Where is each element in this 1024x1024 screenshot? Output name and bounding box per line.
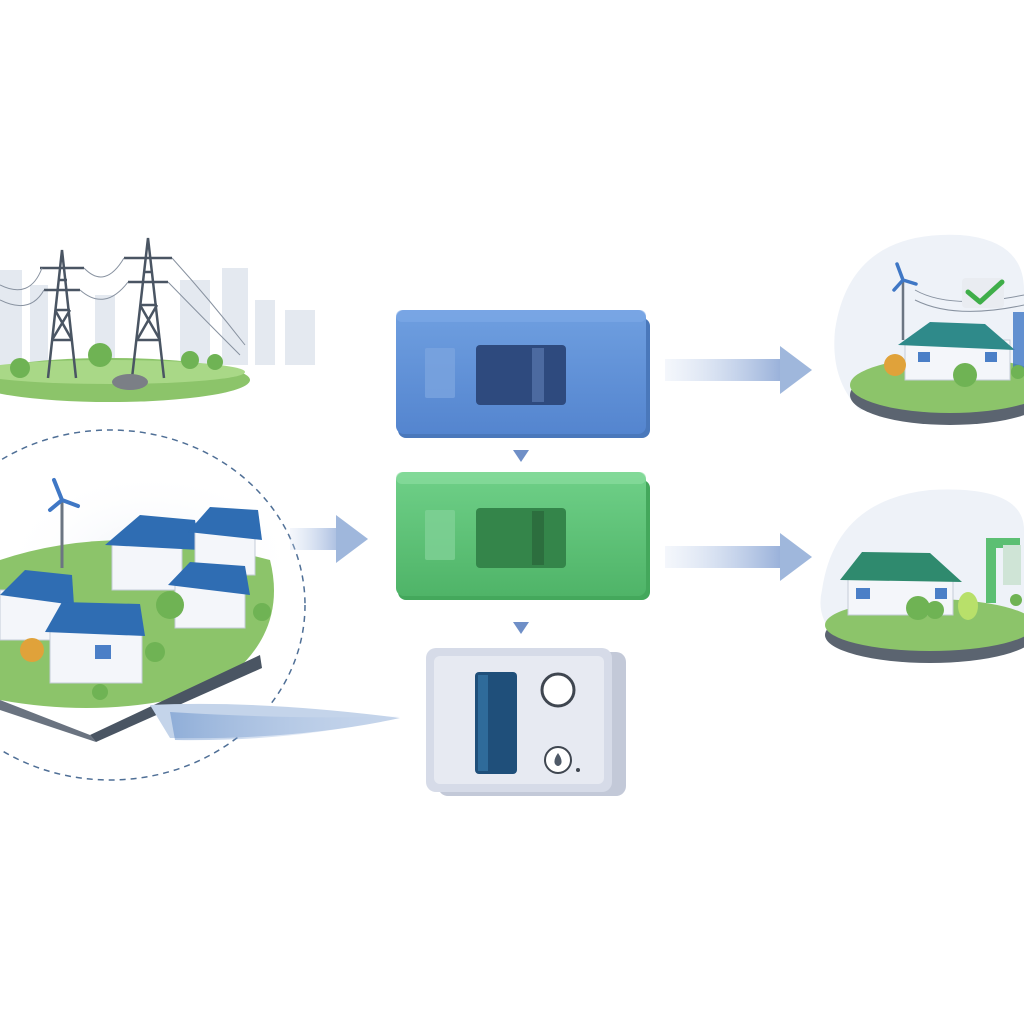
islanded-home — [820, 489, 1024, 663]
tree-icon — [20, 591, 271, 700]
road-icon — [90, 655, 262, 742]
grid-connected-home — [834, 234, 1024, 425]
arrow-right-icon — [665, 533, 812, 581]
power-button-icon — [540, 672, 576, 708]
switch-module-icon — [476, 345, 566, 405]
check-icon — [962, 278, 1005, 308]
arrow-right-icon — [665, 346, 812, 394]
energy-flow-line — [170, 712, 400, 741]
solar-house-icon — [168, 562, 250, 629]
transmission-tower-icon — [40, 249, 84, 379]
microgrid-scene — [0, 429, 400, 781]
green-switch-module — [396, 472, 650, 600]
solar-house-icon — [45, 602, 145, 684]
battery-controller-device — [475, 672, 517, 774]
solar-house-icon — [0, 570, 74, 641]
transmission-tower-icon — [124, 237, 172, 379]
control-device — [426, 648, 626, 796]
leaf-bulb-icon — [958, 592, 978, 620]
switch-module-icon — [476, 508, 566, 568]
blue-switch-module — [396, 310, 650, 438]
power-line-icon — [0, 257, 246, 356]
wind-turbine-icon — [48, 478, 80, 568]
solar-house-icon — [105, 515, 200, 591]
grid-scene — [0, 237, 315, 402]
tree-icon — [884, 354, 1024, 387]
tree-icon — [906, 594, 1022, 620]
arrow-down-icon — [513, 450, 529, 462]
power-line-icon — [914, 289, 1024, 312]
arrow-down-icon — [513, 622, 529, 634]
tree-icon — [10, 343, 223, 378]
city-skyline-icon — [0, 268, 315, 365]
microgrid-boundary — [0, 429, 306, 781]
wind-turbine-icon — [892, 262, 918, 340]
green-battery-icon — [986, 538, 1021, 603]
arrow-right-icon — [290, 515, 368, 563]
